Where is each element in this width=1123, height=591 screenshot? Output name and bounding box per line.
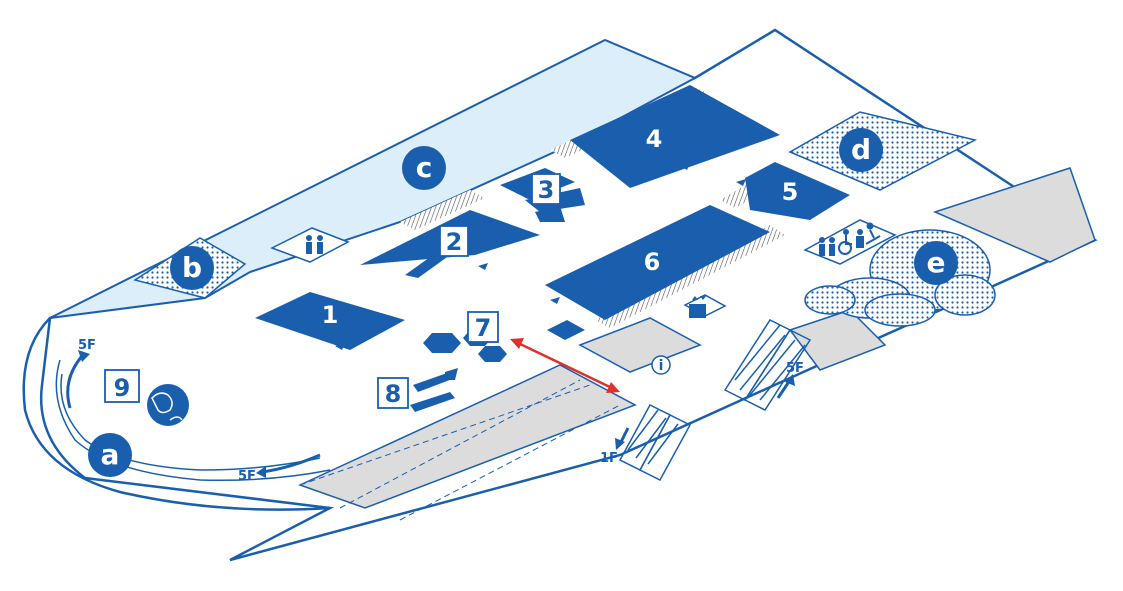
inner-walkway-1 [55, 359, 331, 482]
restroom-icon [819, 237, 835, 256]
zone-label-a: a [101, 438, 120, 471]
zone-b-marker[interactable]: b [170, 246, 214, 290]
zone-d-marker[interactable]: d [839, 128, 883, 172]
exhibit-label-9-box: 9 [104, 369, 140, 403]
wheelchair-icon [838, 229, 852, 255]
outer-walkway [22, 317, 331, 511]
arrow-left-5f-head [256, 466, 266, 478]
exhibit-label-3: 3 [538, 176, 555, 204]
floor-label-down-bottom: 5F [238, 469, 256, 484]
arrow-escalator-down-head [615, 438, 625, 450]
exhibit-6-area[interactable] [545, 205, 770, 320]
zone-label-b: b [182, 251, 202, 284]
exhibit-2-part [405, 250, 450, 278]
exhibit-label-8-box: 8 [377, 377, 409, 409]
nursing-room-icon [856, 229, 864, 248]
exhibit-label-7-box: 7 [467, 311, 499, 343]
route-arrow [510, 338, 620, 393]
exhibit-label-2: 2 [446, 228, 463, 256]
exhibit-8-area[interactable] [410, 368, 458, 412]
flag-markers [335, 163, 746, 350]
globe-icon [147, 384, 189, 426]
zone-label-c: c [416, 151, 433, 184]
floor-label-up-left: 5F [78, 338, 96, 353]
exhibit-label-5: 5 [782, 178, 799, 206]
exhibit-label-1: 1 [322, 301, 339, 329]
exhibit-label-7: 7 [475, 314, 492, 342]
zone-c-marker[interactable]: c [402, 146, 446, 190]
arrow-up-5f [66, 355, 84, 409]
hatched-stair-2 [400, 190, 485, 230]
exhibit-5-area[interactable] [745, 162, 850, 220]
exhibit-4-area[interactable] [570, 85, 780, 188]
exhibit-label-6: 6 [644, 248, 661, 276]
zone-a-marker[interactable]: a [88, 433, 132, 477]
elevator-icon [689, 296, 706, 318]
exhibit-label-2-box: 2 [439, 225, 469, 257]
grey-area-bottom [298, 364, 637, 509]
hatched-stair-4 [595, 225, 785, 328]
bottom-dashed-lines [299, 379, 621, 521]
arrow-left-5f [261, 453, 321, 474]
arrow-escalator-up-head [785, 374, 795, 386]
floor-label-escalator-down: 1F [600, 451, 618, 466]
baby-changing-icon [865, 222, 881, 245]
arrow-up-5f-head [78, 350, 90, 362]
floor-label-escalator-up: 5F [786, 361, 804, 376]
escalator-right[interactable] [723, 319, 812, 411]
zone-label-d: d [851, 133, 871, 166]
grey-area-right-2 [788, 309, 887, 371]
small-exhibit [547, 320, 585, 340]
exhibit-label-8: 8 [385, 380, 402, 408]
exhibit-1-area[interactable] [255, 292, 405, 350]
globe-continents [151, 392, 183, 421]
restroom-box-right [803, 219, 897, 265]
escalator-bottom[interactable] [618, 404, 692, 481]
grey-area-right [932, 167, 1096, 263]
inner-walkway-2 [60, 373, 321, 471]
exhibit-label-4: 4 [646, 125, 663, 153]
zone-e-marker[interactable]: e [914, 241, 958, 285]
exhibit-label-3-box: 3 [531, 173, 561, 205]
information-glyph: i [659, 358, 664, 374]
exhibit-label-9: 9 [114, 374, 131, 402]
zone-label-e: e [927, 246, 946, 279]
restroom-icon [306, 235, 323, 254]
information-icon[interactable] [651, 355, 671, 375]
grey-area-mid [578, 317, 702, 373]
